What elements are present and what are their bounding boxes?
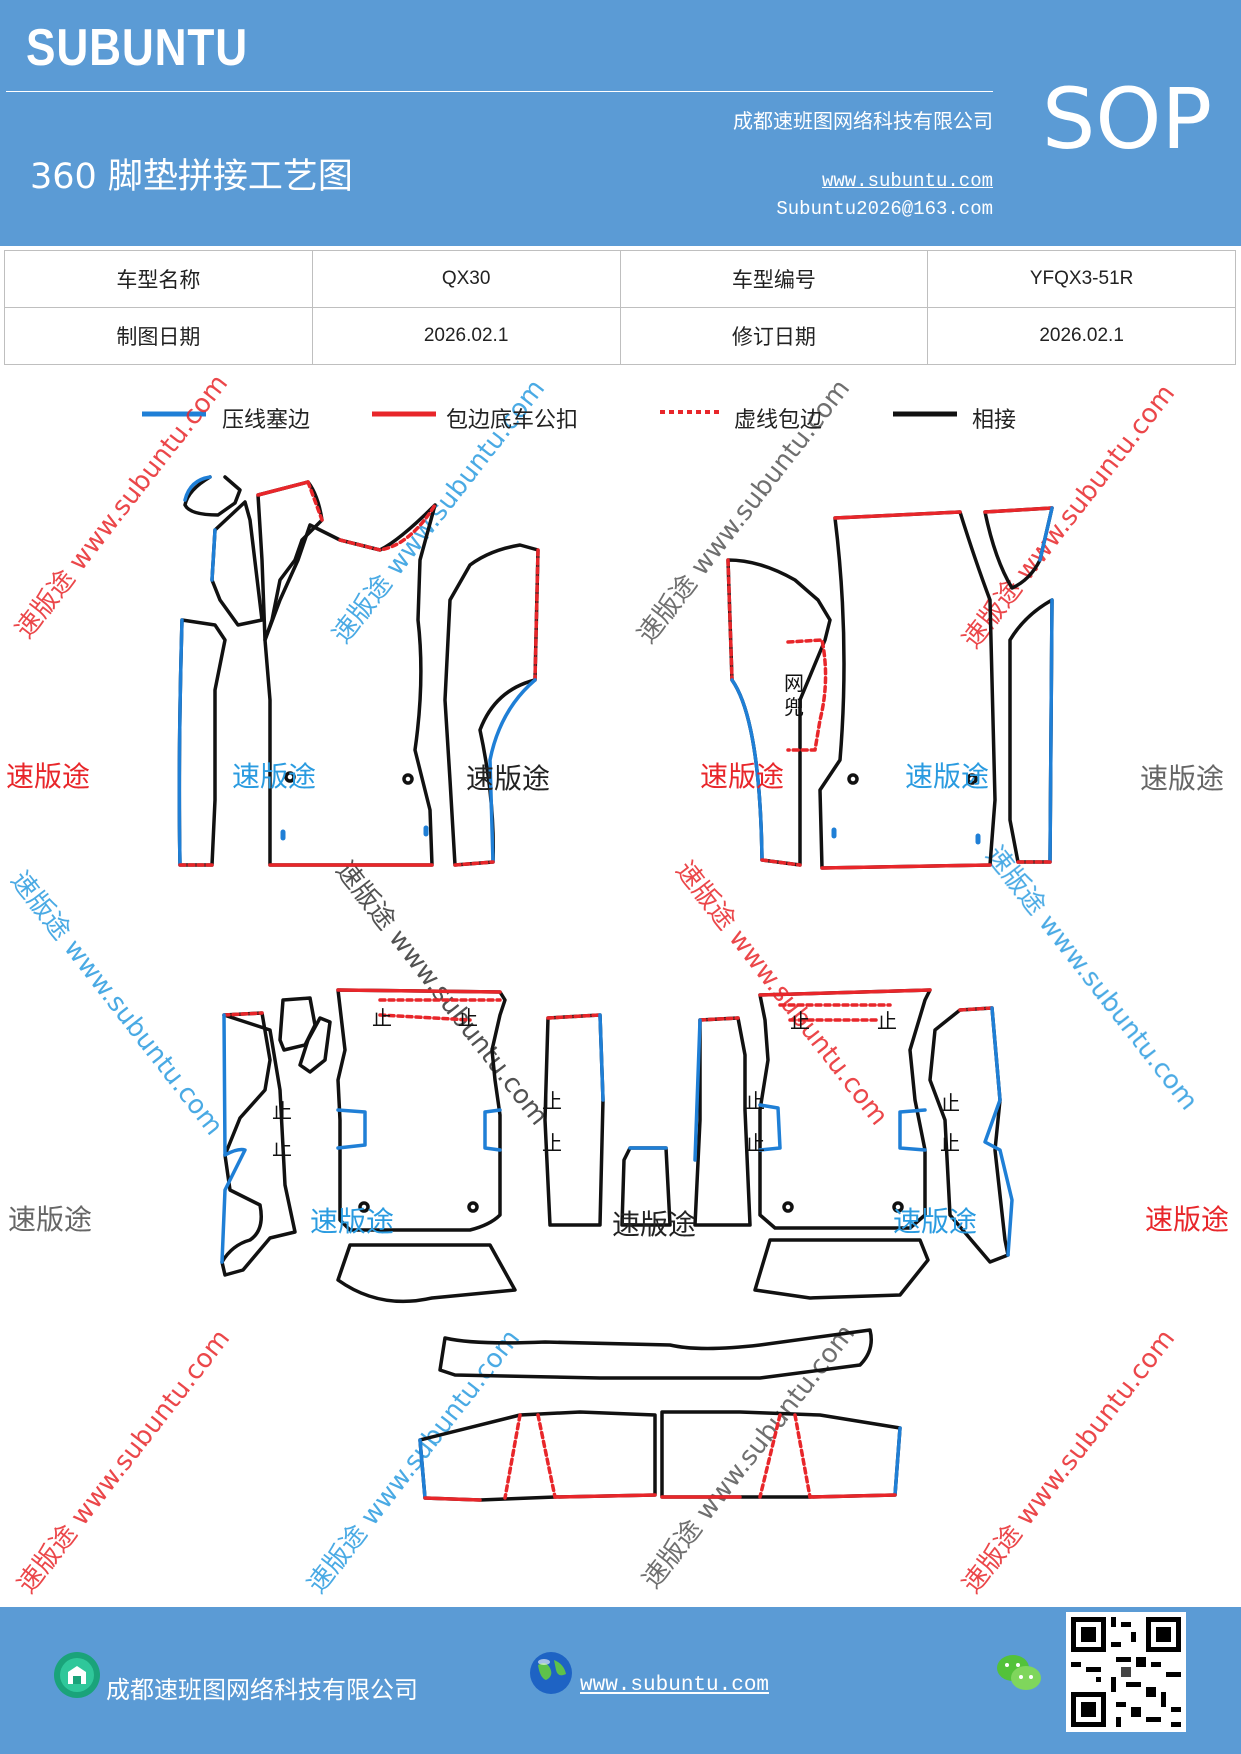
net-pocket-label: 兜 [784, 695, 804, 719]
watermark-diagonal: 速版途 www.subuntu.com [4, 866, 228, 1141]
watermark-diagonal: 速版途 www.subuntu.com [12, 1324, 236, 1599]
clip-mark: 止 [542, 1131, 562, 1155]
brand-logo: SUBUNTU [26, 19, 249, 77]
watermark-brand: 速版途 [6, 760, 91, 793]
header-divider [6, 91, 993, 92]
watermark-brand: 速版途 [700, 760, 785, 793]
model-name-value: QX30 [311, 250, 621, 308]
watermark-brand: 速版途 [466, 762, 551, 795]
header-website-link[interactable]: www.subuntu.com [821, 170, 993, 192]
sop-badge: SOP [1042, 70, 1213, 168]
net-pocket-label: 网 [784, 671, 804, 695]
watermark-diagonal: 速版途 www.subuntu.com [10, 369, 234, 644]
table-row: 制图日期 2026.02.1 修订日期 2026.02.1 [4, 307, 1236, 365]
header-company: 成都速班图网络科技有限公司 [733, 109, 993, 133]
draw-date-value: 2026.02.1 [311, 307, 621, 365]
watermark-brand: 速版途 [232, 760, 317, 793]
watermark-diagonal: 速版途 www.subuntu.com [637, 1319, 861, 1594]
model-code-value: YFQX3-51R [927, 250, 1236, 308]
legend-blue-label: 压线塞边 [222, 408, 311, 433]
revise-date-label: 修订日期 [619, 307, 929, 365]
globe-icon [530, 1652, 572, 1694]
clip-mark: 止 [940, 1131, 960, 1155]
clip-mark: 止 [940, 1091, 960, 1115]
model-name-label: 车型名称 [4, 250, 313, 308]
watermark-brand: 速版途 [905, 760, 990, 793]
clip-mark: 止 [272, 1099, 292, 1123]
watermark-diagonal: 速版途 www.subuntu.com [329, 856, 553, 1131]
watermark-brand: 速版途 [310, 1205, 395, 1238]
clip-mark: 止 [790, 1009, 810, 1033]
watermark-brand: 速版途 [8, 1203, 93, 1236]
watermark-brand: 速版途 [1140, 762, 1225, 795]
clip-mark: 止 [372, 1006, 392, 1030]
watermark-brand: 速版途 [1145, 1203, 1230, 1236]
clip-mark: 止 [458, 1006, 478, 1030]
info-table: 车型名称 QX30 车型编号 YFQX3-51R 制图日期 2026.02.1 … [4, 250, 1236, 365]
footer-company: 成都速班图网络科技有限公司 [106, 1676, 418, 1704]
wechat-icon[interactable] [995, 1652, 1043, 1694]
watermark-diagonal: 速版途 www.subuntu.com [979, 841, 1203, 1116]
watermark-diagonal: 速版途 www.subuntu.com [302, 1324, 526, 1599]
clip-mark: 止 [745, 1131, 765, 1155]
clip-mark: 止 [745, 1089, 765, 1113]
watermark-brand: 速版途 [612, 1208, 697, 1241]
qr-code [1066, 1612, 1186, 1732]
clip-mark: 止 [877, 1009, 897, 1033]
page-title: 360 脚垫拼接工艺图 [30, 157, 353, 197]
header-email: Subuntu2026@163.com [776, 198, 993, 220]
table-row: 车型名称 QX30 车型编号 YFQX3-51R [4, 250, 1236, 308]
model-code-label: 车型编号 [619, 250, 929, 308]
clip-mark: 止 [542, 1089, 562, 1113]
legend-black-label: 相接 [972, 408, 1017, 433]
footer-website-link[interactable]: www.subuntu.com [580, 1674, 770, 1697]
building-icon [54, 1652, 100, 1698]
revise-date-value: 2026.02.1 [927, 307, 1236, 365]
legend-red-label: 包边底车公扣 [446, 408, 579, 433]
header-banner [0, 0, 1241, 246]
draw-date-label: 制图日期 [4, 307, 313, 365]
clip-mark: 止 [272, 1136, 292, 1160]
watermark-brand: 速版途 [893, 1205, 978, 1238]
legend-dotted-label: 虚线包边 [734, 408, 823, 433]
watermark-diagonal: 速版途 www.subuntu.com [957, 1324, 1181, 1599]
